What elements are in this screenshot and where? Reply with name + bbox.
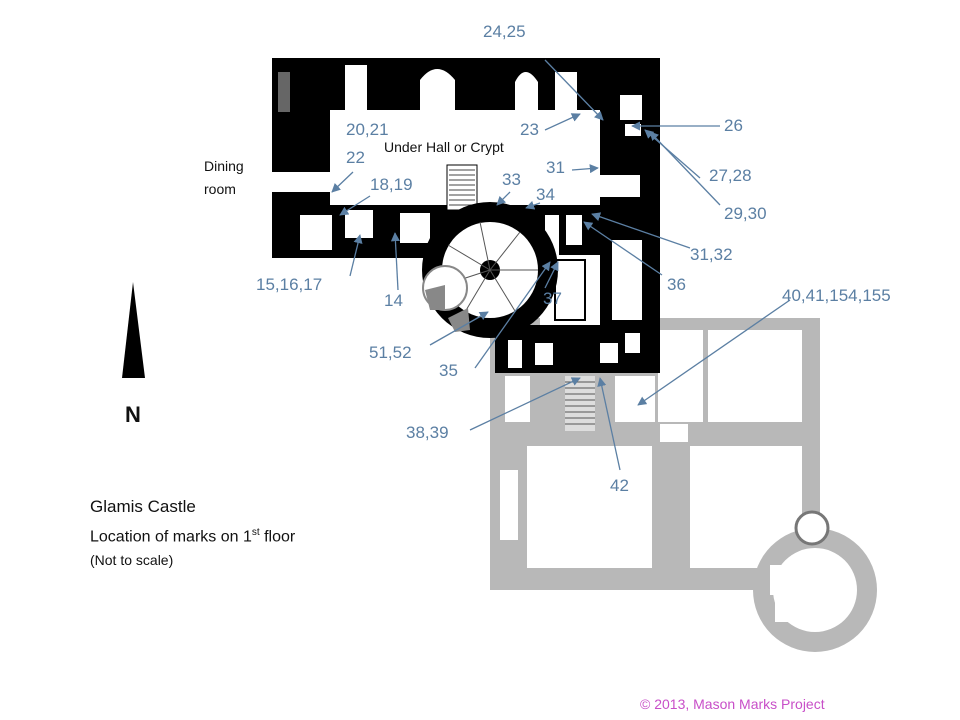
mark-label: 29,30 bbox=[724, 204, 767, 223]
main-keep bbox=[272, 58, 660, 373]
mark-label: 27,28 bbox=[709, 166, 752, 185]
map-subtitle: Location of marks on 1st floor bbox=[90, 527, 295, 546]
mark-label: 23 bbox=[520, 120, 539, 139]
mark-label: 36 bbox=[667, 275, 686, 294]
north-arrow-icon bbox=[122, 282, 145, 378]
room-label-dining: Dining bbox=[204, 158, 244, 174]
scale-note: (Not to scale) bbox=[90, 552, 174, 568]
subtitle-text: Location of marks on 1 bbox=[90, 528, 252, 546]
map-title: Glamis Castle bbox=[90, 497, 196, 516]
mark-label: 35 bbox=[439, 361, 458, 380]
mark-label: 20,21 bbox=[346, 120, 389, 139]
mark-label: 26 bbox=[724, 116, 743, 135]
mark-label: 31 bbox=[546, 158, 565, 177]
subtitle-end: floor bbox=[259, 528, 296, 546]
mark-label: 51,52 bbox=[369, 343, 412, 362]
north-label: N bbox=[125, 402, 141, 427]
mark-label: 18,19 bbox=[370, 175, 413, 194]
leader-lines bbox=[331, 59, 791, 471]
mark-label: 40,41,154,155 bbox=[782, 286, 891, 305]
copyright-notice: © 2013, Mason Marks Project bbox=[640, 696, 825, 712]
mark-label: 24,25 bbox=[483, 22, 526, 41]
mark-label: 14 bbox=[384, 291, 403, 310]
mark-label: 33 bbox=[502, 170, 521, 189]
mark-label: 37 bbox=[543, 289, 562, 308]
round-tower bbox=[753, 510, 877, 652]
room-label-dining: room bbox=[204, 181, 236, 197]
mark-label: 15,16,17 bbox=[256, 275, 323, 294]
mark-label: 34 bbox=[536, 185, 555, 204]
mark-label: 38,39 bbox=[406, 423, 449, 442]
mark-label: 31,32 bbox=[690, 245, 733, 264]
mark-label: 42 bbox=[610, 476, 629, 495]
subtitle-sup: st bbox=[251, 527, 260, 538]
room-label-under-hall: Under Hall or Crypt bbox=[384, 139, 504, 155]
mark-label: 22 bbox=[346, 148, 365, 167]
